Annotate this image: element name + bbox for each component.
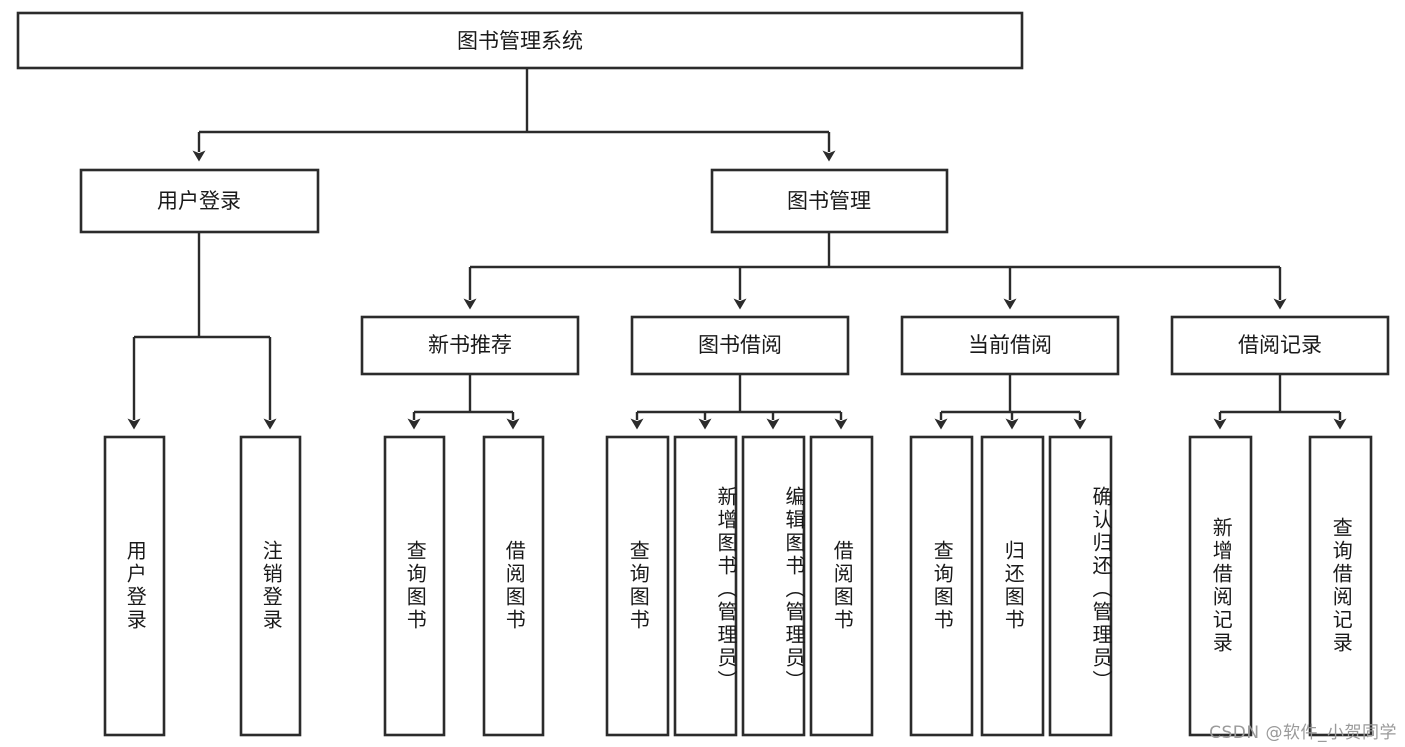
node-book-borrow[interactable]: 图书借阅: [630, 315, 850, 376]
new-book-recommend-label: 新书推荐: [428, 333, 512, 357]
leaf-edit-book-box[interactable]: [741, 435, 806, 737]
node-new-book-recommend[interactable]: 新书推荐: [360, 315, 580, 376]
current-borrow-box[interactable]: [900, 315, 1120, 376]
new-book-recommend-box[interactable]: [360, 315, 580, 376]
csdn-watermark: CSDN @软件_小贺同学: [1209, 723, 1397, 743]
leaf-query-book-2-box[interactable]: [605, 435, 670, 737]
leaf-user-logout-box[interactable]: [239, 435, 302, 737]
book-borrow-label: 图书借阅: [698, 333, 782, 357]
book-manage-box[interactable]: [710, 168, 949, 234]
borrow-record-label: 借阅记录: [1238, 333, 1322, 357]
node-current-borrow[interactable]: 当前借阅: [900, 315, 1120, 376]
leaf-confirm-return-box[interactable]: [1048, 435, 1113, 737]
edge-root-to-level2: [192, 68, 836, 162]
borrow-record-box[interactable]: [1170, 315, 1390, 376]
edge-current-borrow-to-leaves: [934, 374, 1087, 430]
leaf-return-book-box[interactable]: [980, 435, 1045, 737]
leaf-boxes: [103, 435, 1373, 737]
node-borrow-record[interactable]: 借阅记录: [1170, 315, 1390, 376]
leaf-query-record-box[interactable]: [1308, 435, 1373, 737]
leaf-borrow-book-1-box[interactable]: [482, 435, 545, 737]
book-manage-label: 图书管理: [787, 189, 871, 213]
node-book-manage[interactable]: 图书管理: [710, 168, 949, 234]
leaf-user-login-box[interactable]: [103, 435, 166, 737]
book-borrow-box[interactable]: [630, 315, 850, 376]
leaf-add-record-box[interactable]: [1188, 435, 1253, 737]
current-borrow-label: 当前借阅: [968, 333, 1052, 357]
node-root[interactable]: 图书管理系统: [16, 11, 1024, 70]
root-box[interactable]: [16, 11, 1024, 70]
edge-book-manage-to-level3: [463, 232, 1287, 310]
edge-new-book-recommend-to-leaves: [407, 374, 520, 430]
user-login-label: 用户登录: [157, 189, 241, 213]
node-user-login[interactable]: 用户登录: [79, 168, 320, 234]
leaf-borrow-book-2-box[interactable]: [809, 435, 874, 737]
edge-user-login-to-leaves: [127, 232, 277, 430]
leaf-add-book-box[interactable]: [673, 435, 738, 737]
leaf-query-book-1-box[interactable]: [383, 435, 446, 737]
leaf-query-book-3-box[interactable]: [909, 435, 974, 737]
edge-borrow-record-to-leaves: [1213, 374, 1347, 430]
edge-book-borrow-to-leaves: [630, 374, 848, 430]
root-label: 图书管理系统: [457, 29, 583, 53]
